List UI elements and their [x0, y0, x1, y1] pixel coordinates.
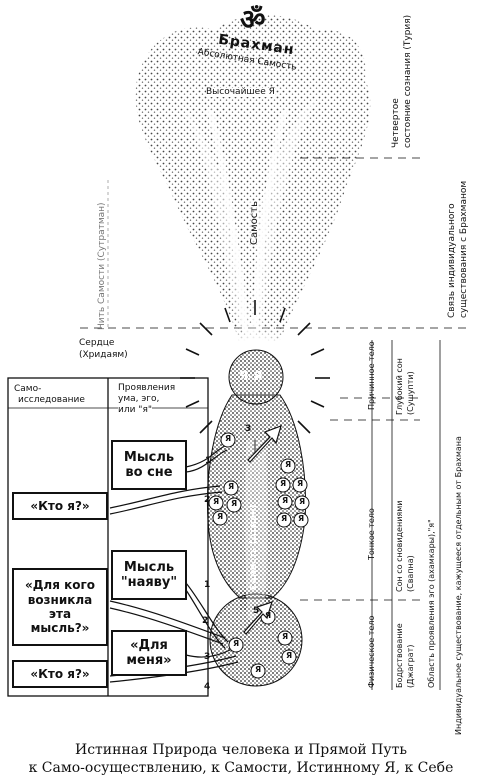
physical-body-label: Физическое тело — [367, 615, 376, 688]
om-symbol: ॐ — [240, 3, 266, 36]
ego-region-label: Область проявления эго (ахамкары),"я" — [427, 519, 436, 688]
connection-label-line1: Связь индивидуального — [447, 203, 457, 318]
waking-thought-line2: "наяву" — [120, 575, 178, 590]
dream-label-line2: (Свапна) — [406, 555, 415, 592]
upward-arrows — [243, 425, 282, 635]
deep-sleep-label-line2: (Сушупти) — [406, 371, 415, 415]
for-whom-line1: «Для кого — [24, 578, 95, 593]
ya-mark: Я — [231, 499, 238, 508]
dream-thought-line1: Мысль — [123, 450, 175, 465]
turiya-label-line1: Четвертое — [391, 98, 401, 148]
dream-thought-box[interactable]: Мысль во сне — [111, 440, 187, 490]
samost-atman-label: Самость (Атман) — [249, 504, 259, 590]
heart-label-line1: Сердце — [79, 338, 115, 348]
ya-mark: Я — [228, 482, 235, 491]
arrow-number: 5 — [253, 606, 260, 616]
arrow-number: 1 — [204, 580, 211, 590]
level-lines — [80, 157, 470, 601]
caption-line2: к Само-осуществлению, к Самости, Истинно… — [28, 760, 454, 776]
arrow-number: 3 — [204, 652, 211, 662]
supreme-i-label: Высочайшее Я — [206, 87, 275, 97]
who-am-i-1-text: «Кто я?» — [30, 499, 90, 513]
ya-mark: Я — [217, 512, 224, 521]
columns-frame — [7, 377, 209, 697]
who-am-i-2-text: «Кто я?» — [30, 667, 90, 681]
ya-mark: Я — [286, 651, 293, 660]
ya-ya-label: Я-Я — [239, 369, 263, 383]
arrow-number: 2 — [204, 495, 211, 505]
ya-mark: Я — [280, 479, 287, 488]
ya-ya-circle — [228, 349, 284, 405]
dream-thought-line2: во сне — [125, 465, 173, 480]
who-am-i-box-1[interactable]: «Кто я?» — [12, 492, 108, 520]
for-whom-line2: возникла — [27, 592, 93, 607]
individual-existence-label: Индивидуальное существование, кажущееся … — [454, 436, 463, 735]
for-whom-line3: эта — [48, 607, 72, 621]
thread-label: Нить Самости (Сутратман) — [97, 202, 107, 330]
caption-line1: Истинная Природа человека и Прямой Путь — [74, 742, 407, 758]
ya-mark: Я — [297, 479, 304, 488]
ya-mark: Я — [282, 496, 289, 505]
self-inquiry-header-line1: Само- — [14, 384, 42, 394]
dream-label-line1: Сон со сновидениями — [395, 500, 404, 592]
self-inquiry-header-line2: исследование — [18, 395, 85, 405]
ya-mark: Я — [282, 632, 289, 641]
for-me-line2: меня» — [126, 653, 172, 668]
arrow-number: 2 — [202, 616, 209, 626]
ya-mark: Я — [265, 611, 272, 620]
ya-mark: Я — [298, 514, 305, 523]
for-me-box[interactable]: «Для меня» — [111, 630, 187, 676]
connection-label-line2: существования с Брахманом — [459, 180, 469, 318]
deep-sleep-label-line1: Глубокий сон — [395, 358, 404, 415]
ya-mark: Я — [213, 497, 220, 506]
for-me-line1: «Для — [130, 638, 168, 653]
for-whom-line4: мысль?» — [30, 621, 90, 636]
ya-mark: Я — [299, 497, 306, 506]
samost-upper-label: Самость — [249, 201, 260, 245]
waking-label-line1: Бодрствование — [395, 623, 404, 688]
manifest-header-line1: Проявления — [118, 383, 176, 393]
turiya-label-line2: состояние сознания (Турия) — [403, 14, 413, 148]
heart-label-line2: (Хридаям) — [79, 350, 128, 360]
ya-mark: Я — [285, 460, 292, 469]
ya-mark: Я — [255, 665, 262, 674]
ya-mark: Я — [225, 434, 232, 443]
arrow-number: 3 — [245, 424, 252, 434]
waking-label-line2: (Джаграт) — [406, 644, 415, 688]
manifest-header-line2: ума, эго, — [118, 394, 160, 404]
waking-thought-box[interactable]: Мысль "наяву" — [111, 550, 187, 600]
ya-mark: Я — [281, 514, 288, 523]
subtle-body-label: Тонкое тело — [367, 508, 376, 560]
manifest-header-line3: или "я" — [118, 405, 153, 415]
arrow-number: 1 — [205, 456, 212, 466]
arrow-number: 4 — [204, 682, 211, 692]
waking-thought-line1: Мысль — [123, 560, 175, 575]
for-whom-box[interactable]: «Для кого возникла эта мысль?» — [12, 568, 108, 646]
causal-body-label: Причинное тело — [367, 341, 376, 410]
ya-mark: Я — [233, 639, 240, 648]
who-am-i-box-2[interactable]: «Кто я?» — [12, 660, 108, 688]
ya-circles — [208, 432, 310, 679]
